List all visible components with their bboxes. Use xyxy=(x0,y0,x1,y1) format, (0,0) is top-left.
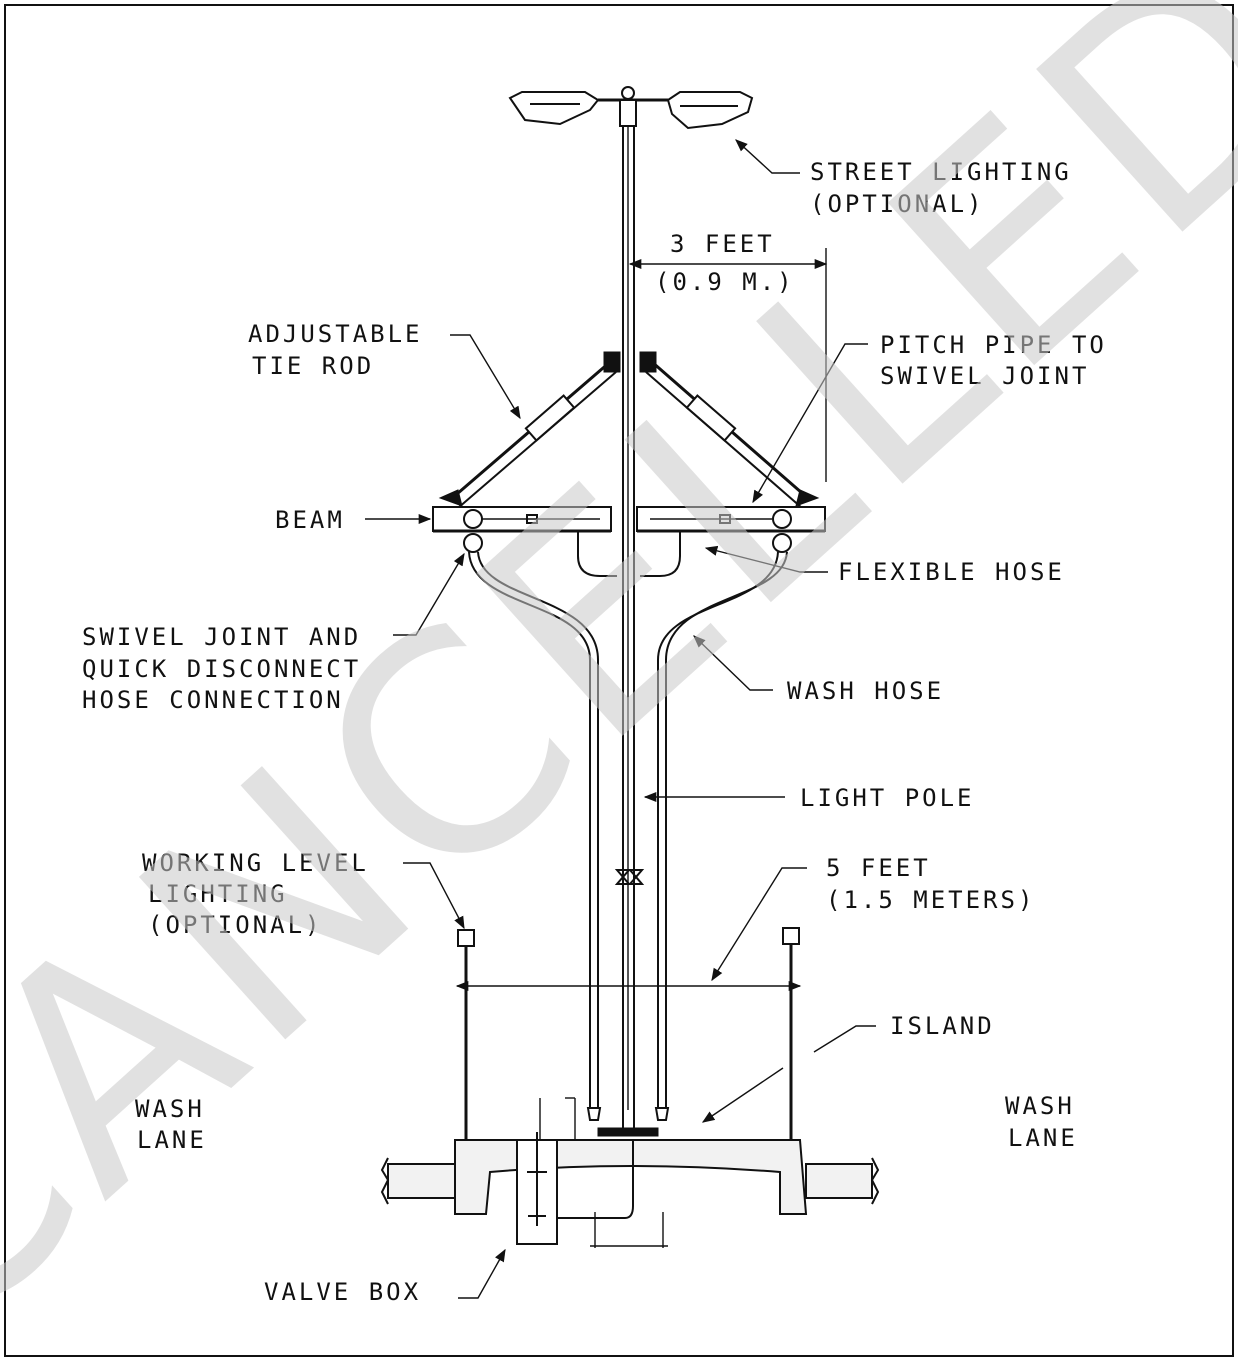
light-pole xyxy=(614,126,645,1130)
label-wash-hose: WASH HOSE xyxy=(787,677,944,705)
wash-hoses xyxy=(468,551,788,1121)
label-pitch-pipe: PITCH PIPE TO xyxy=(880,331,1107,359)
label-beam: BEAM xyxy=(275,506,345,534)
label-0-9-m: (0.9 M.) xyxy=(655,268,795,296)
flexible-hoses xyxy=(577,531,681,577)
drawing-border xyxy=(4,4,1234,1357)
label-street-lighting-optional: (OPTIONAL) xyxy=(810,190,985,218)
label-lane-left: LANE xyxy=(137,1126,207,1154)
label-light-pole: LIGHT POLE xyxy=(800,784,975,812)
label-wash-left: WASH xyxy=(135,1095,205,1123)
label-swivel-joint: SWIVEL JOINT xyxy=(880,362,1089,390)
dimension-3-feet xyxy=(628,248,828,482)
label-working-optional: (OPTIONAL) xyxy=(148,911,323,939)
swivel-joints xyxy=(463,509,792,553)
label-wash-right: WASH xyxy=(1005,1092,1075,1120)
leader-lines xyxy=(365,139,876,1299)
label-tie-rod: TIE ROD xyxy=(252,352,374,380)
beams xyxy=(432,506,826,533)
label-adjustable: ADJUSTABLE xyxy=(248,320,423,348)
label-flexible-hose: FLEXIBLE HOSE xyxy=(838,558,1065,586)
text-labels: STREET LIGHTING (OPTIONAL) 3 FEET (0.9 M… xyxy=(82,158,1107,1306)
label-valve-box: VALVE BOX xyxy=(264,1278,421,1306)
label-street-lighting: STREET LIGHTING xyxy=(810,158,1072,186)
island-base xyxy=(380,1097,880,1248)
label-hose-connection: HOSE CONNECTION xyxy=(82,686,344,714)
label-3-feet: 3 FEET xyxy=(670,230,775,258)
label-5-feet: 5 FEET xyxy=(826,854,931,882)
label-lighting: LIGHTING xyxy=(148,880,288,908)
street-light-fixtures xyxy=(508,86,754,130)
label-swivel-joint-and: SWIVEL JOINT AND xyxy=(82,623,361,651)
label-island: ISLAND xyxy=(890,1012,995,1040)
label-quick-disconnect: QUICK DISCONNECT xyxy=(82,655,361,683)
tie-rods xyxy=(438,351,820,509)
label-lane-right: LANE xyxy=(1008,1124,1078,1152)
label-1-5-meters: (1.5 METERS) xyxy=(826,886,1035,914)
label-working-level: WORKING LEVEL xyxy=(142,849,369,877)
working-level-lights xyxy=(457,927,800,1140)
